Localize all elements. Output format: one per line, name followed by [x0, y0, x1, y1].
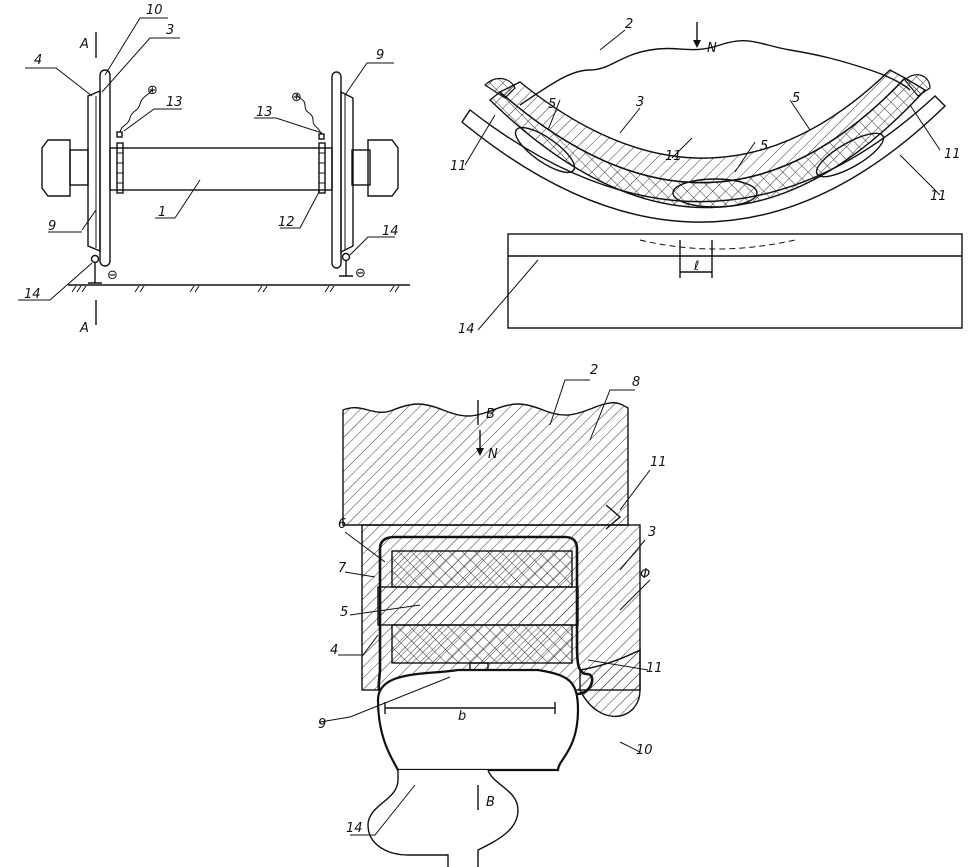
contact-length-dimension — [679, 240, 713, 278]
label-9: 9 — [318, 717, 326, 732]
body-2 — [342, 402, 629, 526]
coil-upper — [391, 550, 573, 588]
label-Phi: Φ — [640, 567, 650, 582]
label-l: ℓ — [693, 259, 699, 274]
label-6: 6 — [338, 517, 346, 532]
label-11-center: 11 — [665, 149, 682, 164]
axle — [109, 147, 333, 191]
edge-left — [484, 78, 516, 99]
label-5-center: 5 — [760, 139, 768, 154]
label-14-right: 14 — [382, 224, 399, 239]
label-13-right: 13 — [256, 105, 273, 120]
label-4: 4 — [34, 53, 42, 68]
label-11-right-top: 11 — [944, 147, 961, 162]
leader-lines-fig3 — [319, 379, 651, 836]
label-b: b — [458, 709, 466, 724]
label-14: 14 — [458, 322, 475, 337]
rail-web-14 — [367, 769, 519, 867]
label-13-left: 13 — [166, 95, 183, 110]
axle-box-right — [367, 139, 399, 197]
contact-deflection — [639, 239, 796, 250]
label-12: 12 — [278, 215, 295, 230]
rail-contact-right — [341, 252, 351, 262]
label-5-left: 5 — [548, 97, 556, 112]
label-1: 1 — [158, 205, 166, 220]
label-3: 3 — [636, 95, 644, 110]
terminal-left — [116, 131, 123, 138]
rail-head-14 — [376, 668, 580, 772]
figure-1-wheelset: ⊕ ⊕ ⊖ ⊖ A 10 3 4 13 13 9 1 12 9 14 14 A — [18, 3, 410, 336]
terminal-right — [318, 133, 325, 140]
plus-symbol-right: ⊕ — [291, 90, 302, 105]
axle-box-left — [41, 139, 71, 197]
label-7: 7 — [338, 561, 347, 576]
rail-14 — [507, 233, 963, 329]
wheel-disc-left — [87, 89, 101, 253]
core-5 — [377, 586, 579, 626]
axle-journal-left — [69, 149, 89, 186]
label-B-bottom: B — [486, 795, 495, 810]
axle-journal-right — [351, 149, 371, 186]
label-3: 3 — [648, 525, 656, 540]
wheel-body-top — [519, 40, 911, 106]
arrow-11 — [605, 504, 622, 530]
label-10: 10 — [636, 743, 653, 758]
label-10: 10 — [146, 3, 163, 18]
rim-core — [498, 69, 907, 184]
wire-left — [119, 89, 153, 133]
label-9-right: 9 — [376, 48, 384, 63]
wheel-flange-left — [99, 69, 111, 267]
label-11-right: 11 — [930, 189, 947, 204]
leader-lines-fig2 — [464, 29, 941, 331]
leader-lines — [18, 17, 395, 301]
figure-3-section: B 2 8 N 11 6 3 Φ 7 5 4 11 9 b 10 14 B — [318, 363, 667, 867]
label-2: 2 — [625, 17, 633, 32]
label-2: 2 — [590, 363, 598, 378]
figure-2-wheel-rail: 2 N 5 3 5 11 5 11 11 11 ℓ 14 — [450, 17, 963, 337]
width-dimension — [384, 702, 556, 714]
label-8: 8 — [632, 375, 640, 390]
label-4: 4 — [330, 643, 338, 658]
pole-5-left — [514, 126, 576, 174]
label-11-bottom: 11 — [646, 661, 663, 676]
label-5-right: 5 — [792, 91, 800, 106]
pole-5-center — [672, 178, 758, 208]
plus-symbol-left: ⊕ — [147, 83, 158, 98]
wheel-flange-right — [331, 71, 342, 269]
label-5: 5 — [340, 605, 348, 620]
label-3: 3 — [166, 23, 174, 38]
wire-right — [296, 93, 322, 135]
label-A-bottom: A — [79, 321, 89, 336]
edge-right — [904, 74, 931, 97]
pole-5-right — [815, 132, 885, 178]
label-11-top: 11 — [650, 455, 667, 470]
coil-left — [116, 142, 124, 194]
ground-hatching — [71, 285, 400, 293]
rail-contact-left — [90, 254, 100, 264]
label-N: N — [707, 41, 717, 56]
label-9-left: 9 — [48, 219, 56, 234]
coil-right — [318, 142, 326, 194]
minus-symbol-right: ⊖ — [355, 266, 366, 281]
label-11-left: 11 — [450, 159, 467, 174]
label-B-top: B — [486, 407, 495, 422]
coil-lower — [391, 624, 573, 664]
label-N: N — [488, 447, 498, 462]
minus-symbol-left: ⊖ — [107, 268, 118, 283]
label-A-top: A — [79, 37, 89, 52]
label-14: 14 — [346, 821, 363, 836]
label-14-left: 14 — [24, 287, 41, 302]
wheel-disc-right — [340, 90, 354, 254]
